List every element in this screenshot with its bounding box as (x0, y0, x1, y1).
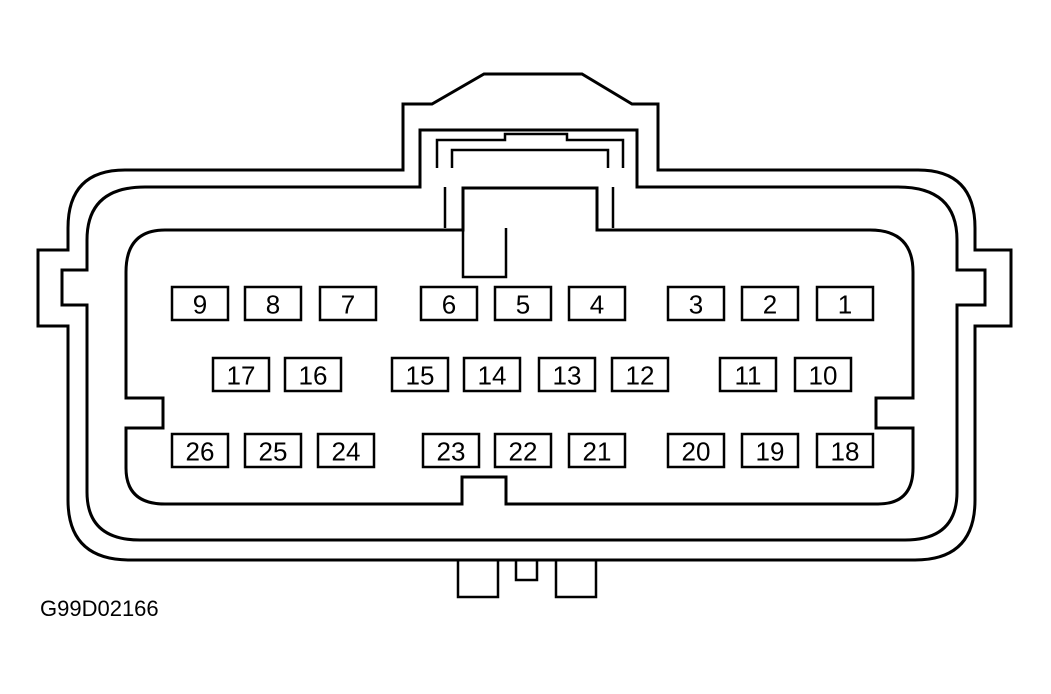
latch (435, 132, 625, 168)
pin-6: 6 (419, 285, 479, 322)
pin-box (537, 356, 597, 393)
pin-1: 1 (815, 285, 875, 322)
pin-label: 10 (809, 361, 838, 391)
pin-25: 25 (243, 432, 303, 469)
figure-id-label: G99D02166 (40, 596, 159, 621)
pin-label: 12 (626, 361, 655, 391)
pin-box (567, 285, 627, 322)
pin-14: 14 (462, 356, 522, 393)
pin-box (567, 432, 627, 469)
connector-housing-outer (36, 72, 1013, 562)
pin-label: 3 (689, 290, 703, 320)
pin-box (316, 432, 376, 469)
pin-15: 15 (390, 356, 450, 393)
pin-label: 8 (266, 290, 280, 320)
pin-box (740, 285, 800, 322)
pin-label: 21 (583, 437, 612, 467)
pin-18: 18 (815, 432, 875, 469)
connector-housing-inner (60, 128, 987, 542)
pin-box (793, 356, 853, 393)
pin-22: 22 (493, 432, 553, 469)
pin-20: 20 (666, 432, 726, 469)
pin-label: 6 (442, 290, 456, 320)
pin-label: 24 (332, 437, 361, 467)
pin-box (493, 432, 553, 469)
pin-24: 24 (316, 432, 376, 469)
key-notch (461, 228, 508, 279)
pin-label: 15 (406, 361, 435, 391)
pin-label: 9 (193, 290, 207, 320)
pin-label: 7 (341, 290, 355, 320)
pin-8: 8 (243, 285, 303, 322)
pin-label: 11 (735, 361, 762, 391)
pin-label: 22 (509, 437, 538, 467)
pin-9: 9 (170, 285, 230, 322)
pin-box (419, 285, 479, 322)
pin-box (283, 356, 343, 393)
pin-box (390, 356, 450, 393)
pin-4: 4 (567, 285, 627, 322)
pin-label: 23 (437, 437, 466, 467)
pin-label: 1 (838, 290, 852, 320)
pin-23: 23 (421, 432, 481, 469)
pin-box (740, 432, 800, 469)
connector-cavity (124, 186, 915, 506)
pin-label: 25 (259, 437, 288, 467)
pin-16: 16 (283, 356, 343, 393)
pin-label: 19 (756, 437, 785, 467)
pin-box (462, 356, 522, 393)
pin-box (170, 432, 230, 469)
pin-box (243, 285, 303, 322)
pin-12: 12 (610, 356, 670, 393)
pin-10: 10 (793, 356, 853, 393)
pin-box (211, 356, 271, 393)
pin-label: 16 (299, 361, 328, 391)
pin-box (610, 356, 670, 393)
pin-box (666, 285, 726, 322)
pin-label: 5 (516, 290, 530, 320)
pin-19: 19 (740, 432, 800, 469)
pin-box (493, 285, 553, 322)
pin-label: 4 (590, 290, 604, 320)
pin-7: 7 (318, 285, 378, 322)
pin-label: 18 (831, 437, 860, 467)
pin-17: 17 (211, 356, 271, 393)
pin-box (170, 285, 230, 322)
pin-11: 11 (718, 356, 778, 393)
pin-box (243, 432, 303, 469)
pin-label: 20 (682, 437, 711, 467)
pin-box (318, 285, 378, 322)
pin-label: 17 (227, 361, 256, 391)
pin-5: 5 (493, 285, 553, 322)
pin-box (815, 432, 875, 469)
pin-label: 2 (763, 290, 777, 320)
bottom-tab-left (456, 561, 500, 599)
pin-box (421, 432, 481, 469)
latch-inner (450, 148, 610, 168)
pin-21: 21 (567, 432, 627, 469)
pin-13: 13 (537, 356, 597, 393)
bottom-tab-center (514, 561, 539, 582)
pin-label: 14 (478, 361, 507, 391)
pin-box (666, 432, 726, 469)
pin-label: 26 (186, 437, 215, 467)
pin-2: 2 (740, 285, 800, 322)
pin-3: 3 (666, 285, 726, 322)
pin-label: 13 (553, 361, 582, 391)
pin-26: 26 (170, 432, 230, 469)
bottom-tab-right (554, 561, 598, 599)
pin-box (718, 356, 778, 393)
pin-box (815, 285, 875, 322)
